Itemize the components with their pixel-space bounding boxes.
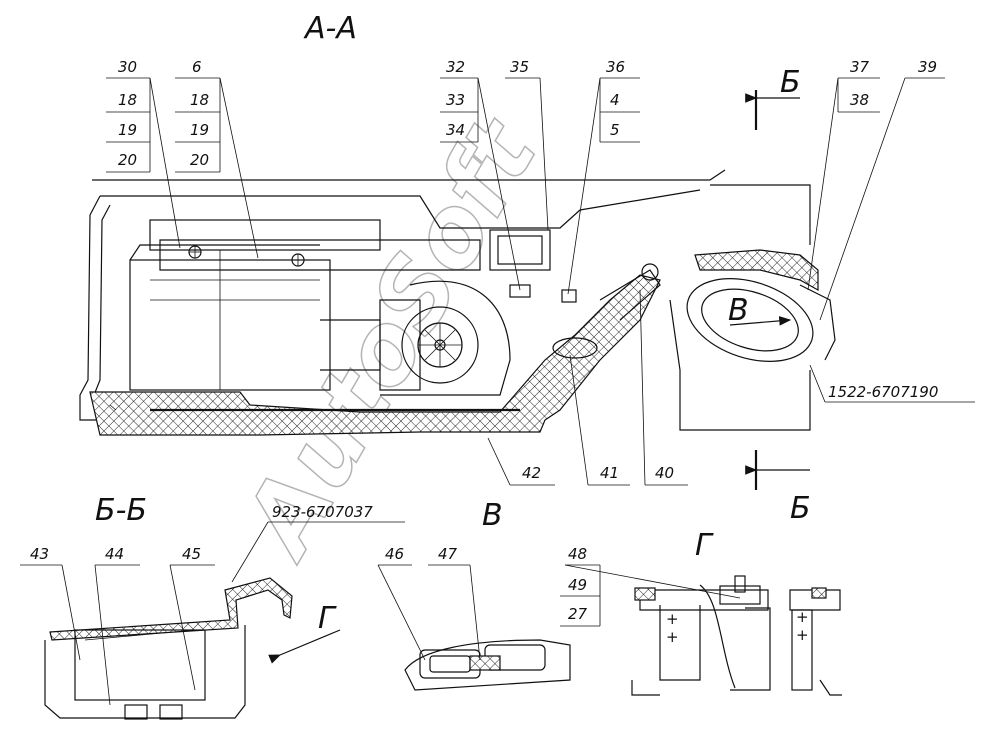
callout-6: 6 bbox=[192, 58, 202, 76]
vent-detail: В bbox=[669, 184, 836, 431]
vent-arrow-label: В bbox=[728, 293, 749, 328]
section-title-bb: Б-Б bbox=[95, 493, 147, 528]
watermark-text: AutoSoft bbox=[219, 100, 560, 578]
callout-45: 45 bbox=[182, 545, 201, 563]
fan-wheel bbox=[401, 306, 479, 384]
bb-arrow-label: Г bbox=[318, 601, 337, 636]
callout-34: 34 bbox=[446, 121, 465, 139]
callout-19a: 19 bbox=[118, 121, 137, 139]
section-title-v: В bbox=[482, 498, 503, 533]
callout-38: 38 bbox=[850, 91, 869, 109]
section-title-aa: А-А bbox=[303, 11, 357, 46]
callout-39: 39 bbox=[918, 58, 937, 76]
callout-18a: 18 bbox=[118, 91, 137, 109]
callout-44: 44 bbox=[105, 545, 124, 563]
cut-label-top: Б bbox=[780, 65, 801, 100]
callout-group-37: 37 38 bbox=[807, 58, 880, 291]
svg-text:+: + bbox=[666, 610, 679, 628]
callout-43: 43 bbox=[30, 545, 49, 563]
floor-insulation bbox=[89, 274, 661, 436]
bb-insulation bbox=[49, 577, 293, 641]
svg-text:+: + bbox=[796, 608, 809, 626]
callout-41: 41 bbox=[600, 464, 619, 482]
callout-19b: 19 bbox=[190, 121, 209, 139]
callout-36: 36 bbox=[606, 58, 625, 76]
svg-text:+: + bbox=[796, 626, 809, 644]
callout-group-39: 39 bbox=[819, 58, 945, 321]
watermark: AutoSoft bbox=[219, 99, 561, 579]
callout-47: 47 bbox=[438, 545, 458, 563]
vent-insulation bbox=[694, 249, 819, 292]
callout-49: 49 bbox=[568, 576, 587, 594]
section-v-view: 46 47 bbox=[377, 545, 571, 691]
callout-group-36: 36 4 5 bbox=[567, 58, 640, 295]
svg-text:+: + bbox=[666, 628, 679, 646]
callout-35: 35 bbox=[510, 58, 529, 76]
callout-27: 27 bbox=[568, 605, 588, 623]
callout-40: 40 bbox=[655, 464, 674, 482]
callout-group-32: 32 33 34 bbox=[440, 58, 521, 291]
callout-4: 4 bbox=[610, 91, 620, 109]
part-number-1: 1522-6707190 bbox=[809, 364, 975, 403]
part-number-1-text: 1522-6707190 bbox=[828, 383, 938, 401]
callout-46: 46 bbox=[385, 545, 404, 563]
part-number-2-text: 923-6707037 bbox=[272, 503, 373, 521]
heater-body bbox=[129, 259, 331, 391]
section-title-g: Г bbox=[695, 528, 714, 563]
callout-group-6: 6 18 19 20 bbox=[175, 58, 259, 259]
section-aa-view bbox=[79, 169, 726, 436]
section-bb-view: Г 43 44 45 923-6707037 bbox=[20, 503, 405, 720]
callout-42: 42 bbox=[522, 464, 541, 482]
section-g-view: + + + + 48 49 27 bbox=[560, 545, 842, 696]
callout-18b: 18 bbox=[190, 91, 209, 109]
cut-label-bottom: Б bbox=[790, 491, 811, 526]
callout-group-bottom: 42 41 40 bbox=[487, 289, 688, 486]
callout-33: 33 bbox=[446, 91, 465, 109]
callout-32: 32 bbox=[446, 58, 465, 76]
callout-37: 37 bbox=[850, 58, 870, 76]
callout-5: 5 bbox=[610, 121, 620, 139]
callout-30: 30 bbox=[118, 58, 137, 76]
callout-20b: 20 bbox=[190, 151, 209, 169]
callout-group-35: 35 bbox=[505, 58, 549, 231]
callout-20a: 20 bbox=[118, 151, 137, 169]
callout-48: 48 bbox=[568, 545, 587, 563]
callout-group-30: 30 18 19 20 bbox=[106, 58, 181, 249]
cut-indicators: Б Б bbox=[745, 65, 811, 526]
